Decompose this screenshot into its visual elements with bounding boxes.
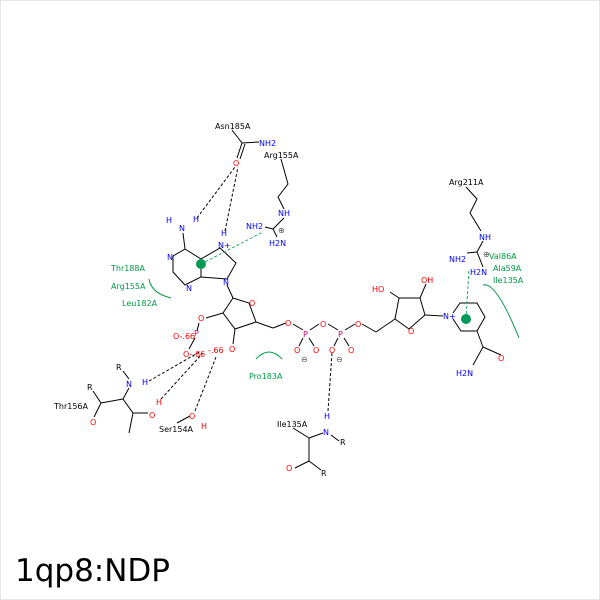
- charge-plus-icon: ⊕: [483, 250, 490, 259]
- atom-label: P: [303, 330, 308, 339]
- atom-label: R: [321, 469, 327, 478]
- atom-label: O-.66: [173, 332, 195, 341]
- residue-arg155: Arg155A: [264, 151, 299, 160]
- atom-label: H: [142, 378, 148, 387]
- aromatic-ring-center-adenine: [196, 259, 206, 269]
- atom-label: R: [340, 438, 346, 447]
- atom-label: O: [498, 354, 504, 363]
- hydrophobic-arg155: Arg155A: [111, 282, 146, 291]
- atom-label: -.66: [208, 346, 224, 355]
- atom-label: HO: [372, 285, 384, 294]
- residue-ile135: Ile135A: [277, 420, 308, 429]
- atom-label: O: [90, 418, 96, 427]
- atom-label: N: [179, 224, 185, 233]
- atom-label: O: [249, 299, 255, 308]
- residue-thr156: Thr156A: [53, 402, 89, 411]
- atom-label: O-.66: [183, 350, 205, 359]
- hydrophobic-leu182: Leu182A: [122, 299, 158, 308]
- hydrophobic-pro183: Pro183A: [249, 372, 283, 381]
- residue-ser154: Ser154A: [159, 425, 194, 434]
- atom-label: N+: [443, 312, 456, 321]
- atom-label: NH2: [246, 222, 263, 231]
- atom-label: O: [408, 327, 414, 336]
- atom-label: O: [198, 314, 204, 323]
- atom-label: O: [294, 346, 300, 355]
- atom-label: H: [221, 229, 227, 238]
- atom-label: P: [194, 329, 199, 338]
- hydrophobic-ile135: Ile135A: [493, 276, 524, 285]
- atom-label: H: [156, 398, 162, 407]
- atom-label: O: [348, 346, 354, 355]
- atom-label: OH: [421, 276, 433, 285]
- atom-label: H: [166, 216, 172, 225]
- hydrophobic-labels: Thr188A Arg155A Leu182A Pro183A Val86A A…: [110, 252, 524, 381]
- atom-label: NH: [278, 209, 290, 218]
- atom-label: N: [167, 253, 173, 262]
- aromatic-ring-center-nicotinamide: [461, 314, 471, 324]
- atom-label: H2N: [456, 369, 473, 378]
- atom-labels: NH2 O NH NH2 H2N ⊕ H N H H N+ N N N O O …: [87, 139, 504, 478]
- charge-minus-icon: ⊖: [336, 355, 343, 364]
- atom-label: O: [233, 159, 239, 168]
- atom-label: H2N: [269, 239, 286, 248]
- atom-label: H: [201, 422, 207, 431]
- atom-label: P: [338, 330, 343, 339]
- charge-minus-icon: ⊖: [301, 355, 308, 364]
- atom-label: O: [285, 319, 291, 328]
- atom-label: H: [193, 215, 199, 224]
- atom-label: NH2: [449, 255, 466, 264]
- atom-label: NH2: [259, 139, 276, 148]
- atom-label: O: [355, 320, 361, 329]
- atom-label: R: [116, 363, 122, 372]
- diagram-title: 1qp8:NDP: [15, 553, 170, 589]
- residue-labels: Asn185A Arg155A Arg211A Thr156A Ser154A …: [53, 122, 484, 434]
- hydrophobic-ala59: Ala59A: [493, 264, 522, 273]
- ligand-bonds: [92, 129, 502, 471]
- atom-label: O: [286, 464, 292, 473]
- atom-label: N: [223, 278, 229, 287]
- hydrophobic-val86: Val86A: [489, 252, 517, 261]
- residue-arg211: Arg211A: [449, 178, 484, 187]
- atom-label: H: [324, 412, 330, 421]
- atom-label: N: [323, 428, 329, 437]
- atom-label: O: [189, 412, 195, 421]
- residue-asn185: Asn185A: [215, 122, 251, 131]
- interactions: [148, 166, 520, 412]
- atom-label: O: [320, 320, 326, 329]
- atom-label: O: [229, 345, 235, 354]
- atom-label: R: [87, 383, 93, 392]
- atom-label: H2N: [470, 268, 487, 277]
- atom-label: N+: [218, 241, 231, 250]
- atom-label: O: [149, 411, 155, 420]
- atom-label: O: [313, 346, 319, 355]
- atom-label: NH: [479, 233, 491, 242]
- atom-label: N: [186, 284, 192, 293]
- atom-label: N: [126, 380, 132, 389]
- charge-plus-icon: ⊕: [278, 226, 285, 235]
- hydrophobic-thr188: Thr188A: [110, 264, 146, 273]
- atom-label: O: [329, 346, 335, 355]
